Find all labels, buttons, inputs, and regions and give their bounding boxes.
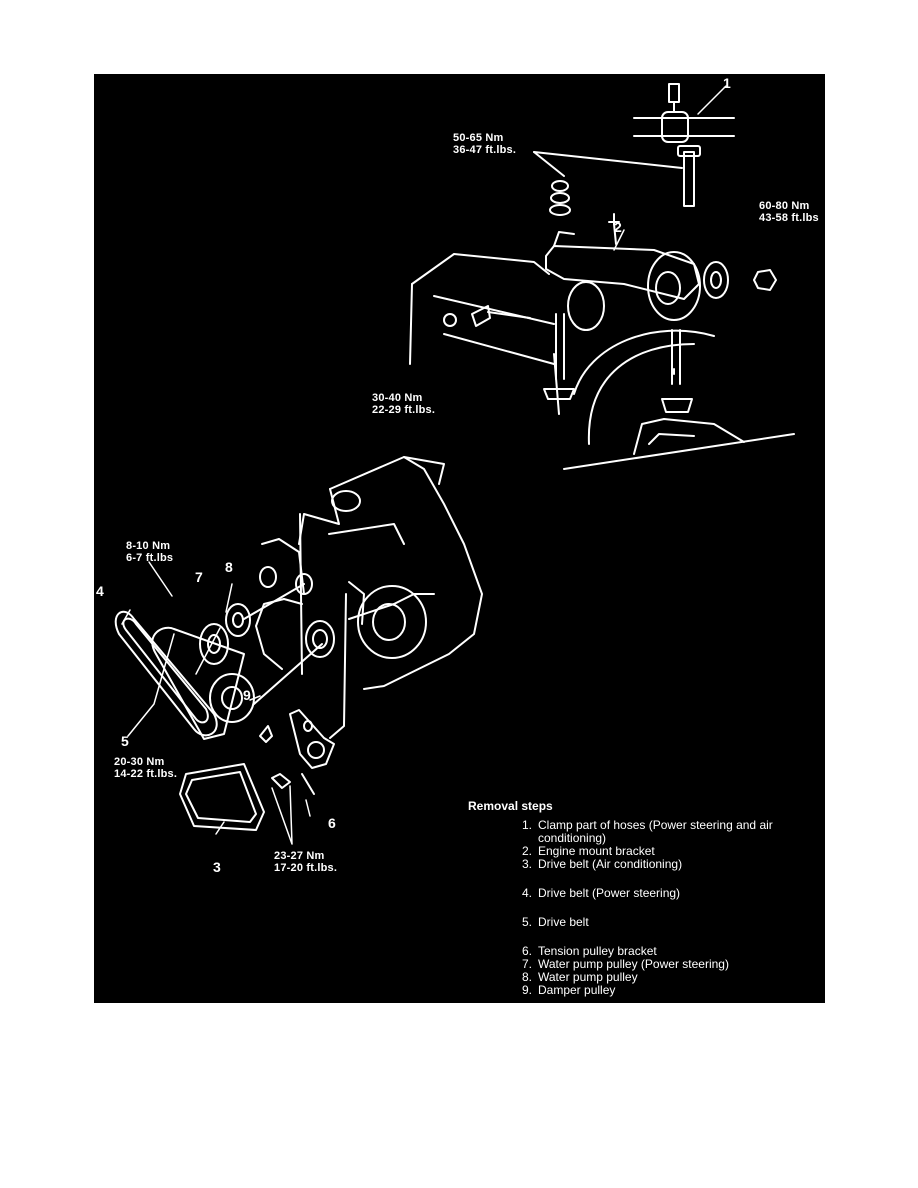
callout-3: 3: [213, 859, 221, 875]
mount-bolts: [543, 313, 693, 413]
torque-label-belt-bolt: 20-30 Nm 14-22 ft.lbs.: [114, 756, 178, 780]
exploded-view-diagram: 50-65 Nm 36-47 ft.lbs. 60-80 Nm 43-58 ft…: [94, 74, 825, 1003]
callout-5: 5: [121, 733, 129, 749]
removal-steps-title: Removal steps: [468, 799, 553, 813]
callout-9: 9: [243, 687, 251, 703]
torque-label-mount-nut: 60-80 Nm 43-58 ft.lbs: [759, 200, 819, 224]
bracket-bolt: [533, 145, 701, 216]
callout-6: 6: [328, 815, 336, 831]
drive-belts: [114, 610, 265, 831]
diagram-artwork: [114, 83, 795, 845]
pulleys: [199, 583, 323, 723]
torque-label-pulley-bolt: 8-10 Nm 6-7 ft.lbs: [126, 540, 174, 564]
callout-2: 2: [614, 219, 622, 235]
callout-7: 7: [195, 569, 203, 585]
removal-step-8: 8.Water pump pulley: [522, 970, 638, 984]
removal-step-2: 2.Engine mount bracket: [522, 844, 655, 858]
tension-pulley-bracket: [259, 593, 347, 795]
removal-step-4: 4.Drive belt (Power steering): [522, 886, 681, 900]
removal-step-9: 9.Damper pulley: [522, 983, 616, 997]
engine-block-lower: [255, 456, 483, 690]
removal-steps-panel: Removal steps 1.Clamp part of hoses (Pow…: [468, 800, 818, 997]
removal-step-3: 3.Drive belt (Air conditioning): [522, 857, 683, 871]
torque-label-tensioner-bolt: 23-27 Nm 17-20 ft.lbs.: [274, 850, 338, 874]
torque-label-bracket-bolt: 50-65 Nm 36-47 ft.lbs.: [453, 132, 517, 156]
callout-4: 4: [96, 583, 104, 599]
leader-lines: [121, 85, 727, 845]
removal-steps-list: 1.Clamp part of hoses (Power steering an…: [468, 819, 818, 997]
engine-mount-bracket: [545, 213, 777, 331]
hose-clamp: [633, 83, 735, 143]
callout-8: 8: [225, 559, 233, 575]
torque-label-mount-bolt: 30-40 Nm 22-29 ft.lbs.: [372, 392, 436, 416]
removal-step-7: 7.Water pump pulley (Power steering): [522, 957, 729, 971]
engine-block-upper: [409, 253, 795, 470]
removal-step-5: 5.Drive belt: [522, 915, 589, 929]
removal-step-1: 1.Clamp part of hoses (Power steering an…: [522, 818, 773, 845]
removal-step-6: 6.Tension pulley bracket: [522, 944, 657, 958]
callout-1: 1: [723, 75, 731, 91]
